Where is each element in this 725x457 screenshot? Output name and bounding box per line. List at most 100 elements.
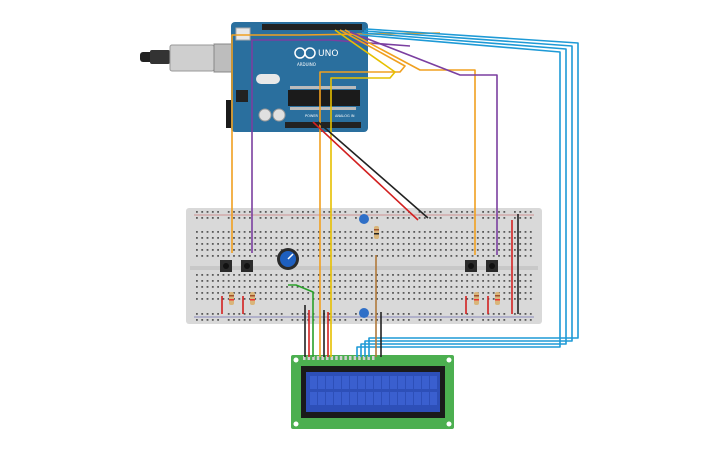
wire-green (288, 284, 314, 357)
lcd-16x2[interactable] (291, 355, 454, 429)
breadboard-hole (227, 211, 230, 213)
breadboard-hole (508, 286, 511, 288)
breadboard-hole (201, 274, 204, 276)
breadboard-hole (270, 298, 272, 300)
breadboard-hole (339, 280, 341, 282)
breadboard-hole (482, 286, 484, 288)
breadboard-hole (259, 231, 262, 233)
breadboard-hole (211, 319, 214, 321)
breadboard-hole (461, 217, 463, 219)
power-label: POWER (305, 114, 319, 118)
breadboard-hole (201, 231, 204, 233)
breadboard-hole (508, 255, 511, 257)
breadboard-hole (482, 298, 484, 300)
breadboard-hole (233, 280, 235, 282)
pushbutton-left-1[interactable] (220, 260, 232, 272)
breadboard-hole (275, 280, 278, 282)
breadboard-hole (249, 298, 251, 300)
breadboard-hole (227, 319, 230, 321)
lcd-pin (349, 356, 352, 360)
breadboard-hole (254, 280, 257, 282)
breadboard-hole (439, 217, 442, 219)
breadboard-hole (217, 280, 219, 282)
pushbutton-right-1[interactable] (465, 260, 477, 272)
reset-button[interactable] (235, 27, 251, 41)
breadboard-hole (365, 319, 368, 321)
lcd-pin (344, 356, 347, 360)
breadboard-hole (455, 274, 458, 276)
breadboard-hole (196, 237, 198, 239)
breadboard-hole (471, 217, 474, 219)
breadboard-hole (519, 274, 522, 276)
breadboard-hole (519, 217, 522, 219)
breadboard[interactable] (186, 208, 542, 324)
breadboard-hole (524, 211, 527, 213)
breadboard-hole (196, 313, 198, 315)
breadboard-hole (233, 255, 235, 257)
wire-yellow (330, 29, 396, 357)
analog-header (285, 122, 361, 128)
breadboard-hole (312, 217, 315, 219)
potentiometer[interactable] (277, 248, 299, 270)
breadboard-hole (423, 319, 426, 321)
breadboard-hole (296, 313, 299, 315)
mount-hole (293, 357, 299, 363)
breadboard-hole (461, 243, 463, 245)
breadboard-hole (344, 249, 347, 251)
breadboard-hole (524, 298, 527, 300)
breadboard-hole (238, 292, 241, 294)
lcd-cell (382, 376, 389, 389)
breadboard-hole (270, 280, 272, 282)
breadboard-hole (206, 243, 209, 245)
breadboard-hole (275, 313, 278, 315)
breadboard-hole (492, 292, 495, 294)
breadboard-hole (392, 298, 394, 300)
breadboard-hole (206, 292, 209, 294)
breadboard-hole (397, 280, 400, 282)
breadboard-hole (243, 292, 246, 294)
breadboard-hole (434, 231, 437, 233)
breadboard-hole (492, 255, 495, 257)
breadboard-hole (471, 274, 474, 276)
breadboard-hole (418, 255, 421, 257)
breadboard-hole (249, 243, 251, 245)
lcd-pin (316, 356, 320, 360)
breadboard-hole (312, 211, 315, 213)
pushbutton-left-2[interactable] (241, 260, 253, 272)
breadboard-hole (196, 243, 198, 245)
breadboard-hole (333, 319, 336, 321)
breadboard-hole (312, 286, 315, 288)
lcd-cell (430, 376, 437, 389)
breadboard-hole (519, 292, 522, 294)
breadboard-hole (349, 249, 352, 251)
lcd-cells (310, 376, 437, 405)
breadboard-hole (333, 211, 336, 213)
breadboard-hole (227, 217, 230, 219)
breadboard-hole (307, 319, 310, 321)
breadboard-hole (392, 319, 394, 321)
breadboard-hole (211, 217, 214, 219)
breadboard-hole (439, 286, 442, 288)
breadboard-hole (429, 211, 431, 213)
arduino-uno[interactable]: UNO ARDUINO POWER ANALOG IN (140, 22, 368, 132)
breadboard-hole (524, 319, 527, 321)
breadboard-hole (402, 211, 405, 213)
wire-cyan (356, 34, 561, 357)
breadboard-hole (434, 298, 437, 300)
pushbutton-right-2[interactable] (486, 260, 498, 272)
breadboard-hole (413, 298, 416, 300)
breadboard-hole (519, 319, 522, 321)
breadboard-hole (503, 211, 506, 213)
breadboard-hole (376, 255, 378, 257)
breadboard-hole (392, 243, 394, 245)
breadboard-hole (439, 249, 442, 251)
breadboard-hole (238, 249, 241, 251)
breadboard-hole (413, 231, 416, 233)
breadboard-hole (429, 243, 431, 245)
breadboard-hole (423, 249, 426, 251)
breadboard-hole (328, 298, 331, 300)
breadboard-hole (307, 313, 310, 315)
breadboard-hole (291, 237, 294, 239)
breadboard-hole (355, 292, 357, 294)
breadboard-hole (434, 211, 437, 213)
